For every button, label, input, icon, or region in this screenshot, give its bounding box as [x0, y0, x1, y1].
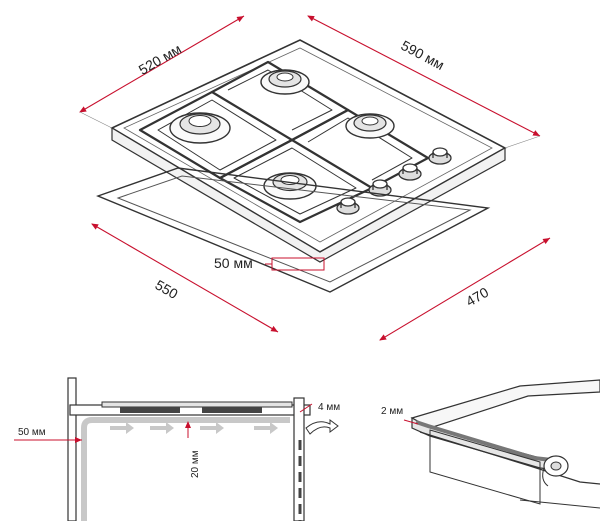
side-section-view: 50 мм 20 мм 4 мм [14, 377, 340, 521]
exhaust-arrow-icon [305, 419, 339, 435]
sealing-tape-roll-icon [542, 455, 569, 487]
burner-back-left [169, 112, 231, 144]
rear-gap-label: 4 мм [318, 402, 340, 413]
seal-thickness-label: 2 мм [381, 406, 403, 417]
dimension-cutout-depth: 470 [379, 237, 551, 341]
dimension-offset: 50 мм [214, 255, 325, 271]
control-knobs [336, 147, 452, 215]
width-label: 520 мм [136, 41, 184, 78]
knob-1-icon [336, 197, 360, 215]
burner-front-right [345, 113, 395, 139]
knob-4-icon [428, 147, 452, 165]
depth-label: 590 мм [398, 37, 447, 73]
burner-front-left [263, 172, 317, 200]
seal-detail-view: 2 мм [381, 379, 600, 509]
airflow-arrows [110, 422, 278, 434]
cutout-width-label: 550 [153, 276, 181, 302]
height-label: 20 мм [190, 450, 201, 478]
offset-label: 50 мм [214, 255, 253, 271]
knob-2-icon [368, 179, 392, 197]
front-gap-label: 50 мм [18, 427, 46, 438]
dimension-cutout-width: 550 [91, 223, 279, 333]
hob-top-view [110, 39, 507, 263]
burner-back-right [260, 69, 310, 95]
knob-3-icon [398, 163, 422, 181]
